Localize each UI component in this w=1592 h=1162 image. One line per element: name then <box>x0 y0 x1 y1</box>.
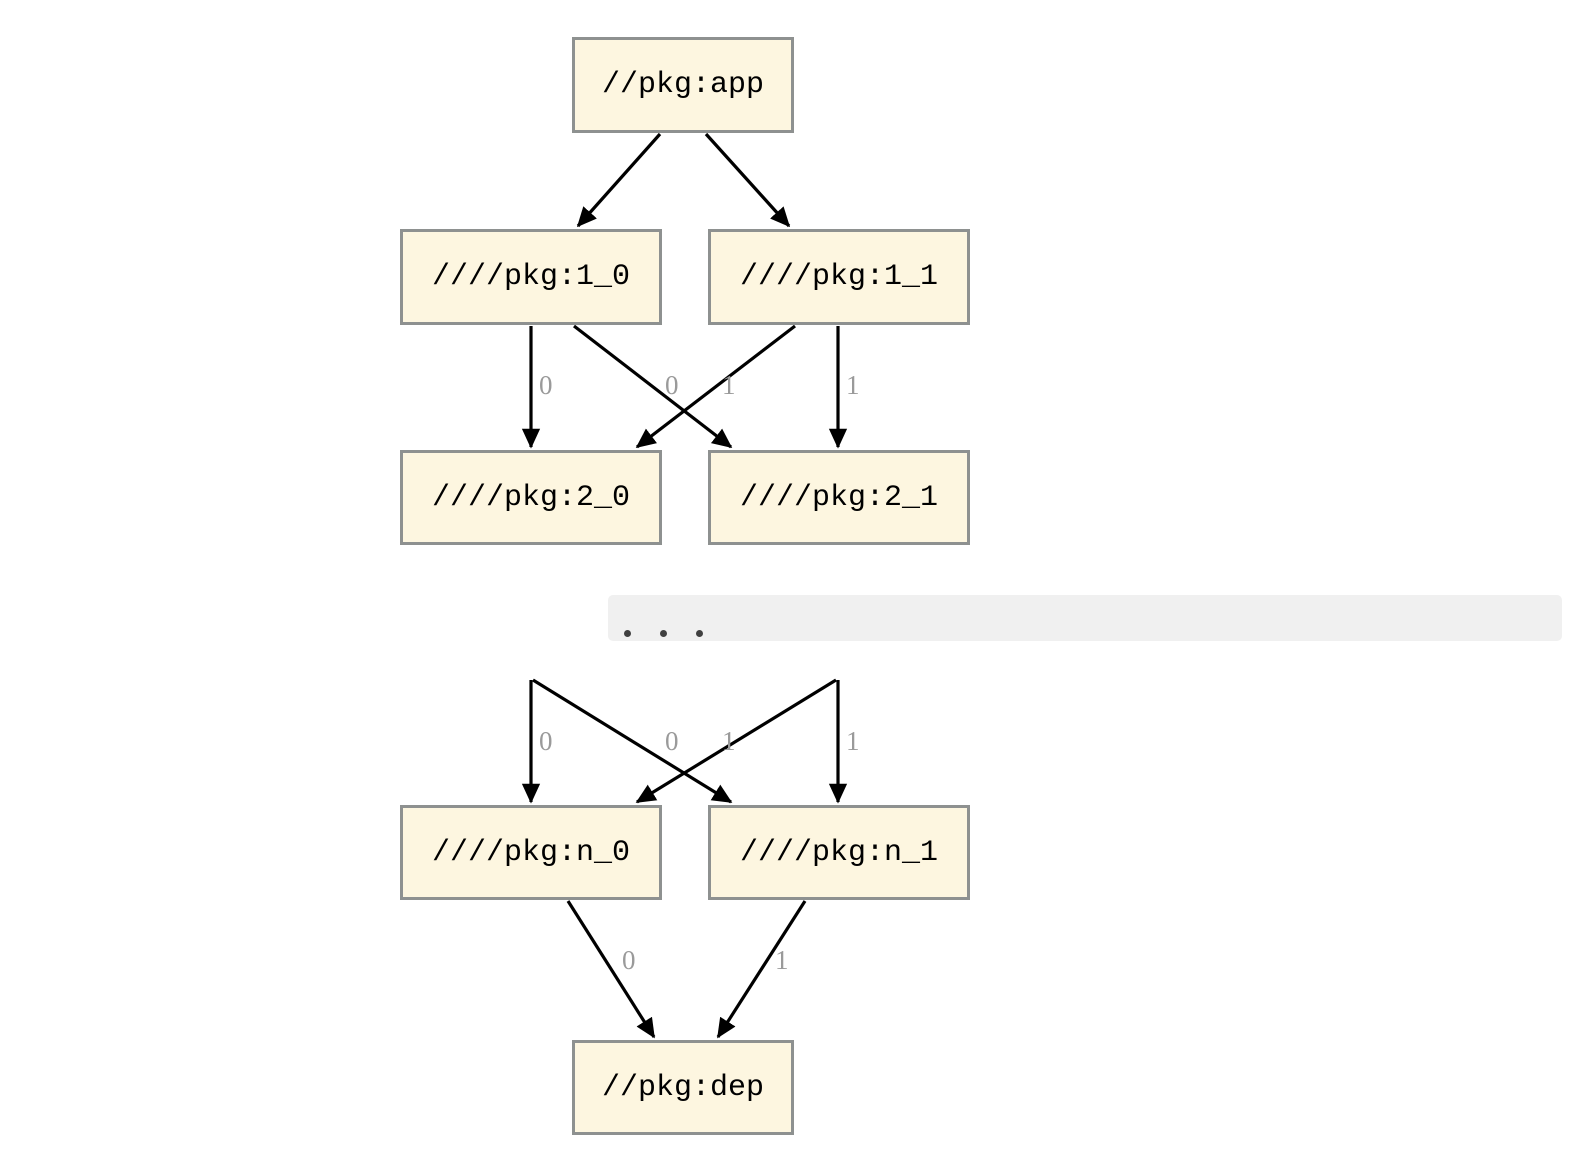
graph-edge-nn_1-to-dep <box>716 900 807 1039</box>
graph-edge-n1_1-to-n2_0 <box>635 324 796 449</box>
edge-label: 0 <box>622 945 636 975</box>
graph-node-app[interactable]: //pkg:app <box>572 37 794 133</box>
edge-label: 0 <box>665 726 679 756</box>
ellipsis-separator-band <box>608 595 1562 641</box>
graph-node-nn_0[interactable]: ////pkg:n_0 <box>400 805 662 900</box>
edge-label: 0 <box>665 370 679 400</box>
edge-label: 0 <box>539 726 553 756</box>
edge-label: 1 <box>722 370 736 400</box>
graph-edge-app-to-n1_0 <box>576 132 662 228</box>
graph-node-n1_0[interactable]: ////pkg:1_0 <box>400 229 662 325</box>
graph-node-n2_1[interactable]: ////pkg:2_1 <box>708 450 970 545</box>
graph-node-n2_0[interactable]: ////pkg:2_0 <box>400 450 662 545</box>
edge-label: 1 <box>846 370 860 400</box>
graph-edge-app-to-n1_1 <box>704 132 791 228</box>
graph-edge-n1_0-to-n2_1 <box>573 324 733 449</box>
ellipsis-dot <box>624 630 631 637</box>
graph-node-dep[interactable]: //pkg:dep <box>572 1040 794 1135</box>
edge-label: 1 <box>846 726 860 756</box>
graph-node-n1_1[interactable]: ////pkg:1_1 <box>708 229 970 325</box>
graph-edge-open-to-nn_1 <box>532 678 733 804</box>
edge-label: 1 <box>775 945 789 975</box>
edge-label: 0 <box>539 370 553 400</box>
graph-edge-nn_0-to-dep <box>566 900 656 1039</box>
ellipsis-dot <box>660 630 667 637</box>
ellipsis-dot <box>696 630 703 637</box>
graph-node-nn_1[interactable]: ////pkg:n_1 <box>708 805 970 900</box>
edge-label: 1 <box>722 726 736 756</box>
